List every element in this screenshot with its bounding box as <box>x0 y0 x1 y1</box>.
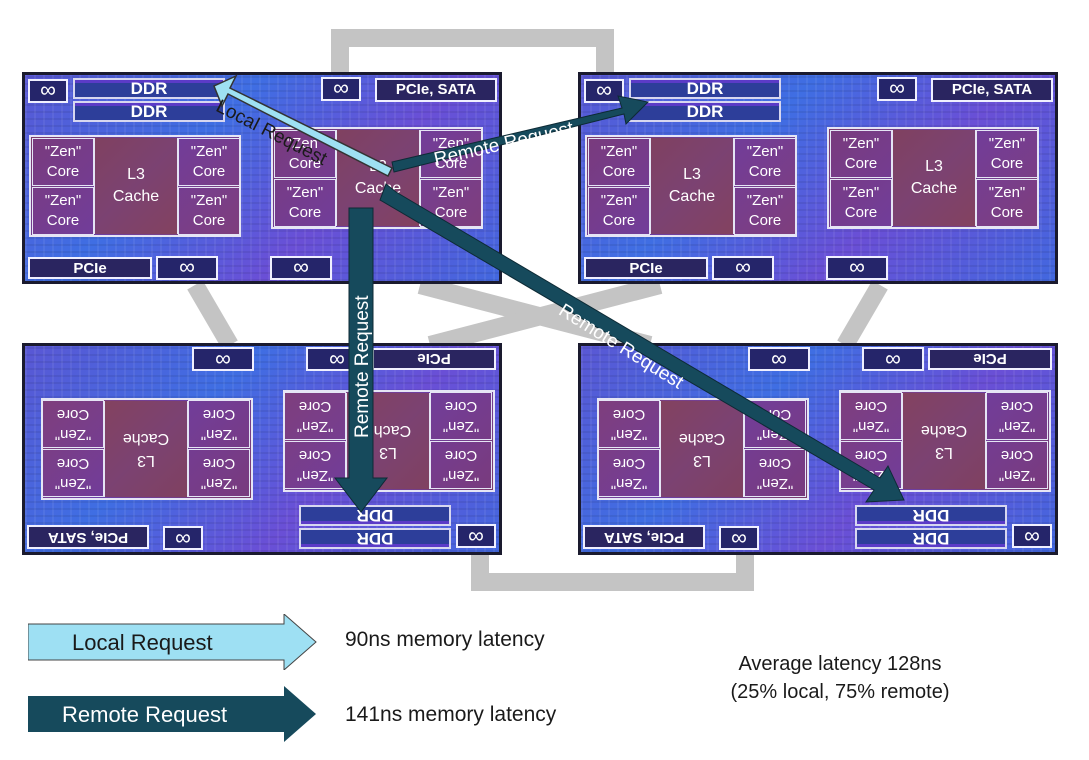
average-latency-line: Average latency 128ns <box>738 653 942 675</box>
remote-request-arrow-diagonal <box>379 183 905 503</box>
legend-local-latency: 90ns memory latency <box>345 628 545 651</box>
zen-core: "Zen"Core <box>830 179 892 227</box>
zen-core: "Zen"Core <box>734 138 796 186</box>
die-bottom-left: ∞ DDR DDR ∞ PCIe, SATA "Zen"Core "Zen"Co… <box>22 343 502 555</box>
zen-core: "Zen"Core <box>830 130 892 178</box>
zen-core: "Zen"Core <box>976 130 1038 178</box>
ddr-channel: DDR <box>73 78 225 99</box>
zen-core: "Zen"Core <box>588 138 650 186</box>
average-latency-note: Average latency 128ns (25% local, 75% re… <box>670 650 1010 706</box>
legend-remote-arrow <box>28 686 316 742</box>
link-diag-2 <box>427 276 663 354</box>
infinity-fabric-icon: ∞ <box>826 256 888 280</box>
remote-request-down-label: Remote Request <box>352 295 373 438</box>
infinity-fabric-icon: ∞ <box>321 77 361 101</box>
zen-core: "Zen"Core <box>588 187 650 235</box>
legend-local-label: Local Request <box>72 630 213 655</box>
zen-core: "Zen"Core <box>178 138 240 186</box>
local-request-arrow <box>213 74 394 178</box>
pcie-block: PCIe <box>584 257 708 279</box>
infinity-fabric-icon: ∞ <box>712 256 774 280</box>
infinity-fabric-icon: ∞ <box>28 79 68 103</box>
die-top-right: ∞ DDR DDR ∞ PCIe, SATA "Zen"Core "Zen"Co… <box>578 72 1058 284</box>
remote-request-arrow-right <box>391 95 650 173</box>
zen-core: "Zen"Core <box>420 179 482 227</box>
pcie-block: PCIe <box>28 257 152 279</box>
zen-core: "Zen"Core <box>976 179 1038 227</box>
pcie-sata-block: PCIe, SATA <box>375 78 497 102</box>
infinity-fabric-icon: ∞ <box>877 77 917 101</box>
legend-local-arrow <box>28 614 317 670</box>
infinity-fabric-icon: ∞ <box>584 79 624 103</box>
zen-core: "Zen"Core <box>178 187 240 235</box>
link-bottom <box>471 548 754 591</box>
link-top <box>331 29 614 75</box>
die-layout: ∞ DDR DDR ∞ PCIe, SATA "Zen"Core "Zen"Co… <box>581 75 1055 281</box>
infinity-fabric-icon: ∞ <box>270 256 332 280</box>
zen-core: "Zen"Core <box>32 138 94 186</box>
zen-core: "Zen"Core <box>274 130 336 178</box>
link-right <box>837 280 888 350</box>
remote-request-arrow-down <box>333 207 389 513</box>
ddr-channel: DDR <box>629 101 781 122</box>
infinity-fabric-icon: ∞ <box>156 256 218 280</box>
ddr-channel: DDR <box>629 78 781 99</box>
link-left <box>187 280 238 350</box>
ddr-channel: DDR <box>73 101 225 122</box>
average-latency-split: (25% local, 75% remote) <box>730 681 950 703</box>
zen-core: "Zen"Core <box>274 179 336 227</box>
pcie-sata-block: PCIe, SATA <box>931 78 1053 102</box>
zen-core: "Zen"Core <box>734 187 796 235</box>
zen-core: "Zen"Core <box>32 187 94 235</box>
die-top-left: ∞ DDR DDR ∞ PCIe, SATA "Zen"Core "Zen"Co… <box>22 72 502 284</box>
legend-remote-latency: 141ns memory latency <box>345 703 557 726</box>
legend-remote-label: Remote Request <box>62 702 228 727</box>
die-layout: ∞ DDR DDR ∞ PCIe, SATA "Zen"Core "Zen"Co… <box>25 75 499 281</box>
